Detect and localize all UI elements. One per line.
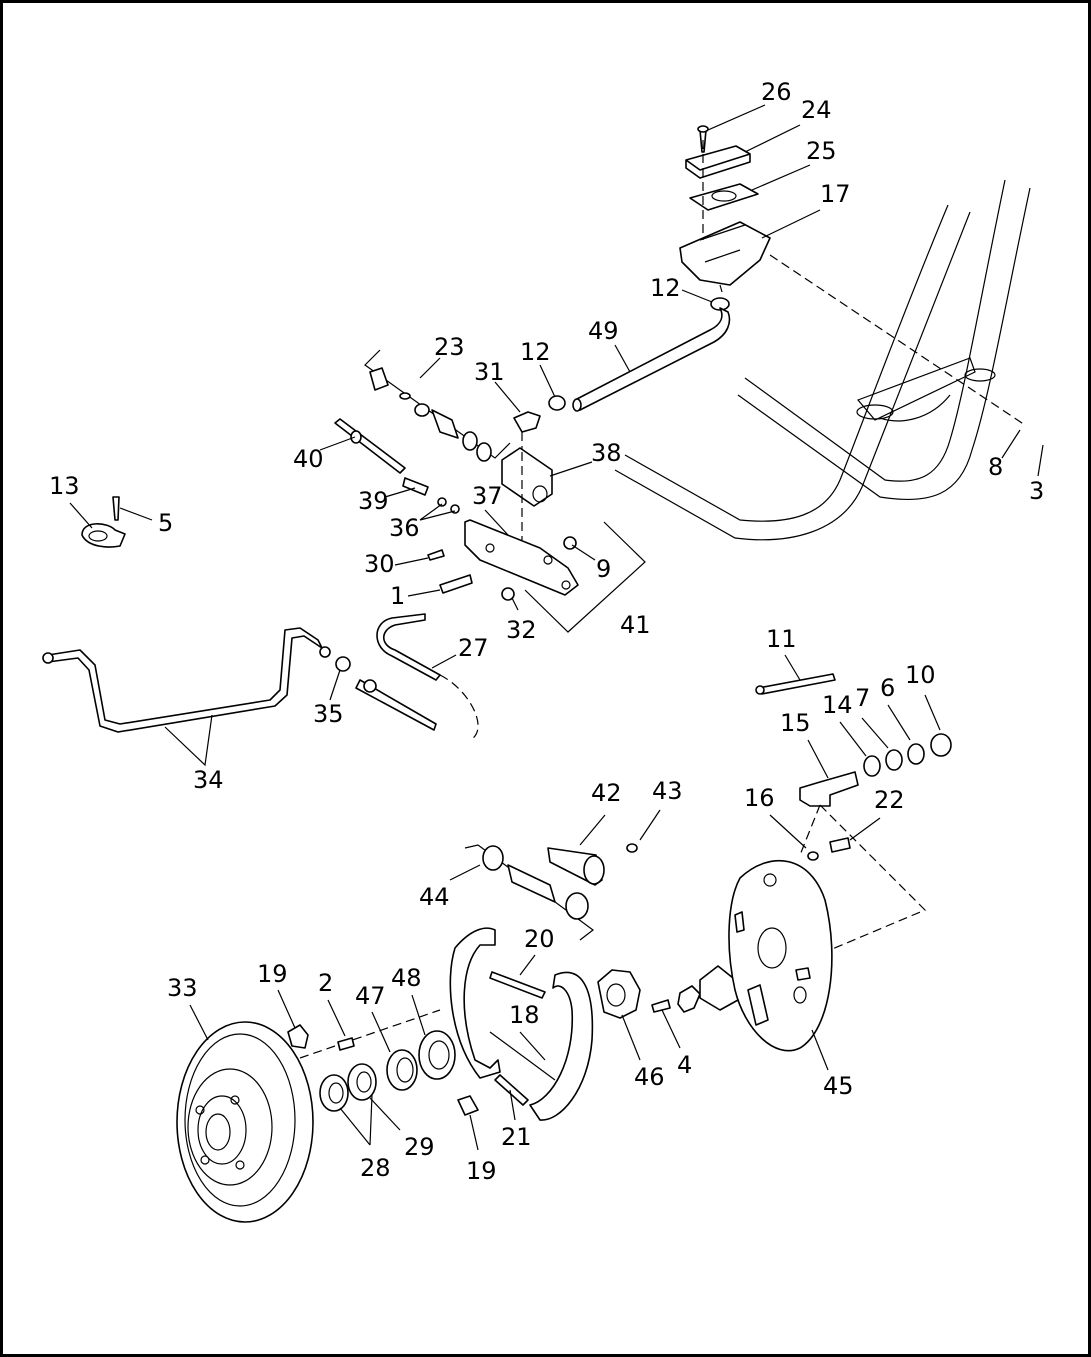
- clip-19a: [287, 1024, 309, 1049]
- callout-10: 10: [905, 661, 936, 689]
- callout-43: 43: [652, 777, 683, 805]
- callout-44: 44: [419, 883, 450, 911]
- callout-7: 7: [855, 684, 870, 712]
- callout-47: 47: [355, 982, 386, 1010]
- reservoir-17: [679, 221, 771, 286]
- callout-23: 23: [434, 333, 465, 361]
- callout-40: 40: [293, 445, 324, 473]
- hose-49: [574, 307, 731, 411]
- callout-5: 5: [158, 509, 173, 537]
- caliper-bracket-assembly: [334, 349, 646, 633]
- callout-38: 38: [591, 439, 622, 467]
- callout-41: 41: [620, 611, 651, 639]
- line-27: [376, 613, 441, 681]
- callout-36: 36: [389, 514, 420, 542]
- callout-26: 26: [761, 78, 792, 106]
- callout-30: 30: [364, 550, 395, 578]
- callout-34: 34: [193, 766, 224, 794]
- cover-24: [685, 145, 751, 179]
- brake-lines: [42, 613, 479, 741]
- callout-49: 49: [588, 317, 619, 345]
- callout-22: 22: [874, 786, 905, 814]
- callout-13: 13: [49, 472, 80, 500]
- callout-37: 37: [472, 482, 503, 510]
- callout-48: 48: [391, 964, 422, 992]
- callout-11: 11: [766, 625, 797, 653]
- axle-hardware: [755, 673, 952, 951]
- nut-and-adjuster: [597, 965, 739, 1019]
- callout-27: 27: [458, 634, 489, 662]
- callout-12: 12: [520, 338, 551, 366]
- callout-18: 18: [509, 1001, 540, 1029]
- wheel-cylinder-group: [464, 843, 638, 941]
- callout-labels: 26 24 25 17 12 49 23 12 31 38 40 39 37 3…: [49, 78, 1044, 1185]
- callout-19: 19: [257, 960, 288, 988]
- gasket-25: [689, 183, 759, 211]
- spring-21: [494, 1074, 529, 1106]
- callout-28: 28: [360, 1154, 391, 1182]
- callout-33: 33: [167, 974, 198, 1002]
- callout-17: 17: [820, 180, 851, 208]
- callout-45: 45: [823, 1072, 854, 1100]
- pin-5: [112, 496, 120, 521]
- callout-39: 39: [358, 487, 389, 515]
- clip-19b: [457, 1095, 479, 1116]
- callout-15: 15: [780, 709, 811, 737]
- callout-6: 6: [880, 674, 895, 702]
- callout-24: 24: [801, 96, 832, 124]
- callout-46: 46: [634, 1063, 665, 1091]
- callout-25: 25: [806, 137, 837, 165]
- callout-16: 16: [744, 784, 775, 812]
- shoe-right: [529, 971, 594, 1121]
- callout-4: 4: [677, 1051, 692, 1079]
- spring-20: [489, 971, 546, 999]
- frame-tubes: [614, 179, 1031, 541]
- screw-2: [337, 1037, 355, 1051]
- callout-19: 19: [466, 1157, 497, 1185]
- line-34: [47, 627, 323, 733]
- callout-21: 21: [501, 1123, 532, 1151]
- callout-29: 29: [404, 1133, 435, 1161]
- callout-leaders: [69, 104, 1044, 1151]
- callout-32: 32: [506, 616, 537, 644]
- callout-14: 14: [822, 691, 853, 719]
- callout-12: 12: [650, 274, 681, 302]
- bearings-and-seals: [287, 1024, 479, 1116]
- brake-shoes: [449, 927, 594, 1121]
- callout-20: 20: [524, 925, 555, 953]
- shoe-left: [449, 927, 501, 1079]
- callout-9: 9: [596, 555, 611, 583]
- callout-42: 42: [591, 779, 622, 807]
- callout-31: 31: [474, 358, 505, 386]
- callout-8: 8: [988, 453, 1003, 481]
- clamp-13: [81, 496, 126, 548]
- callout-3: 3: [1029, 477, 1044, 505]
- axle-15: [799, 771, 859, 807]
- callout-2: 2: [318, 969, 333, 997]
- brake-drum-33: [176, 1009, 441, 1223]
- callout-35: 35: [313, 700, 344, 728]
- nut-46: [597, 969, 641, 1019]
- callout-1: 1: [390, 582, 405, 610]
- backing-plate-45: [728, 859, 833, 1052]
- master-cylinder-assembly: [572, 125, 771, 412]
